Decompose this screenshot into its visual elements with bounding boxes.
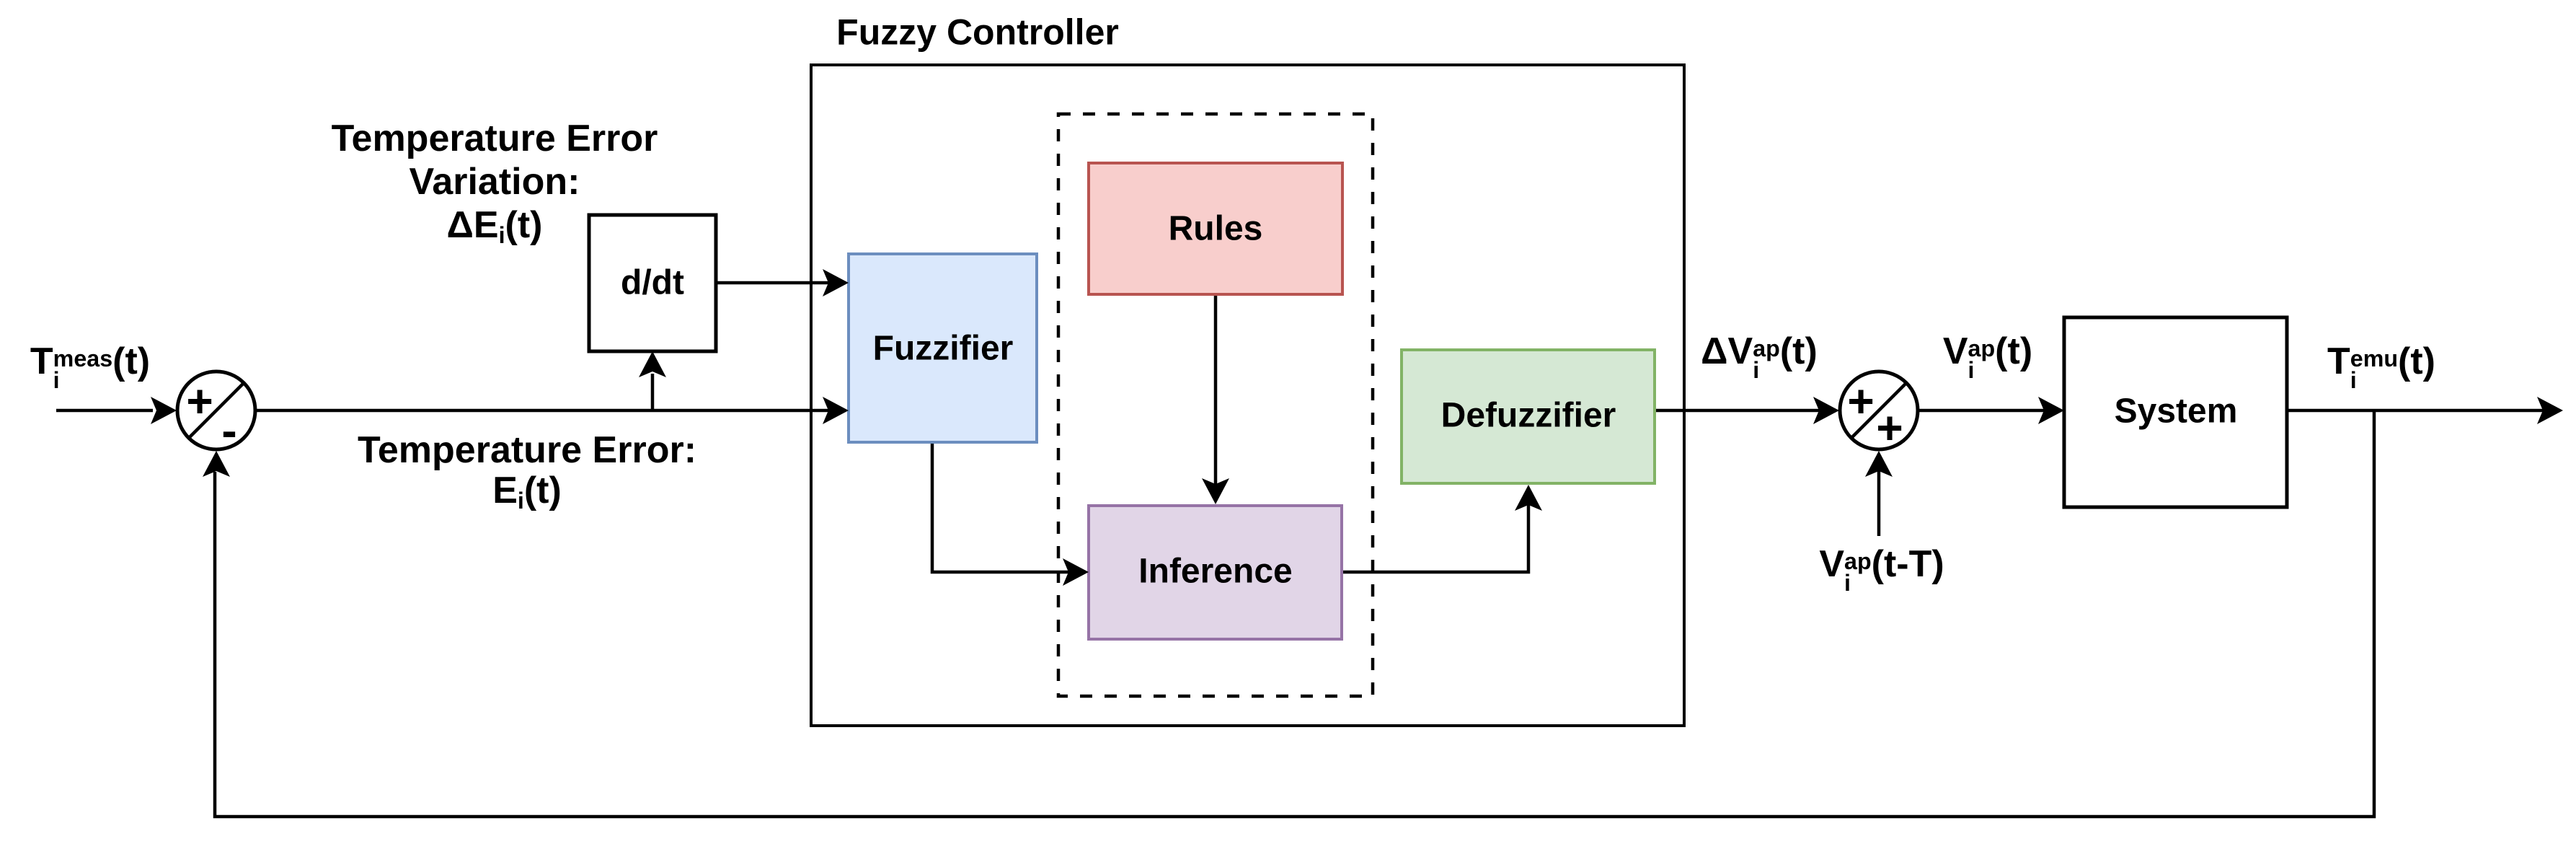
fuzzifier-block-label: Fuzzifier bbox=[872, 329, 1014, 368]
defuzzifier-block-label: Defuzzifier bbox=[1440, 396, 1616, 435]
arrowhead-defuzzifier-to-sum2 bbox=[1813, 397, 1839, 424]
signal-sup: ap bbox=[1844, 548, 1872, 575]
arrowhead-sum2-to-system bbox=[2038, 397, 2064, 424]
rules-block-label: Rules bbox=[1168, 209, 1263, 248]
inference-block-box bbox=[1087, 504, 1343, 641]
signal-sup: emu bbox=[2350, 346, 2399, 372]
fuzzy-controller-container-box bbox=[810, 63, 1686, 727]
signal-base: ΔV bbox=[1701, 330, 1753, 373]
signal-post: (t) bbox=[505, 204, 543, 246]
arrowhead-inference-to-defuzzifier bbox=[1515, 485, 1542, 511]
summing-junctions bbox=[175, 369, 1920, 452]
signal-sub: i bbox=[1753, 357, 1760, 384]
arrowhead-system-output bbox=[2537, 397, 2563, 424]
ddt-block-label: d/dt bbox=[621, 263, 684, 302]
signal-post: (t-T) bbox=[1871, 543, 1944, 586]
signal-sub: i bbox=[498, 222, 505, 249]
system-block-label: System bbox=[2114, 392, 2238, 431]
signal-base: E bbox=[492, 470, 518, 511]
signal-sup: meas bbox=[53, 346, 113, 372]
connector-fuzzifier-to-inference bbox=[930, 442, 1068, 574]
rule-base-dashed-box bbox=[1056, 112, 1375, 698]
arrowhead-feedback-to-sum1 bbox=[203, 451, 230, 477]
signal-post: (t) bbox=[112, 340, 151, 383]
connector-feedback-loop bbox=[213, 410, 2376, 819]
rules-block-box bbox=[1087, 162, 1344, 296]
signal-base: V bbox=[1942, 330, 1968, 373]
signal-post: (t) bbox=[1995, 330, 2033, 373]
signal-label-delta-e: ΔEi(t) bbox=[332, 203, 658, 247]
signal-base: T bbox=[30, 340, 53, 383]
connector-inference-to-defuzzifier bbox=[1340, 505, 1531, 574]
signal-sub: i bbox=[517, 488, 524, 514]
signal-base: ΔE bbox=[446, 204, 499, 246]
arrowhead-fuzzifier-to-inference bbox=[1063, 558, 1089, 586]
arrowhead-input-to-sum1 bbox=[151, 397, 177, 424]
fuzzifier-block-box bbox=[847, 252, 1038, 444]
arrowheads bbox=[151, 269, 2563, 586]
signal-sup: ap bbox=[1753, 335, 1780, 362]
arrowhead-ddt-to-fuzzifier bbox=[823, 269, 849, 296]
signal-sub: i bbox=[1968, 357, 1975, 384]
diagram-title: Fuzzy Controller bbox=[836, 12, 1119, 53]
defuzzifier-block-box bbox=[1400, 348, 1656, 485]
arrowhead-error-to-fuzzifier bbox=[823, 397, 849, 424]
label-temperature-error-variation: Temperature Error Variation: ΔEi(t) bbox=[332, 117, 658, 247]
signal-sub: i bbox=[53, 367, 60, 394]
signal-sub: i bbox=[1844, 570, 1851, 597]
sum2-plus-sign-bottom: + bbox=[1876, 402, 1903, 454]
arrowhead-rules-to-inference bbox=[1202, 478, 1229, 504]
signal-label-e: Ei(t) bbox=[358, 470, 696, 514]
label-line-1: Temperature Error bbox=[331, 118, 658, 159]
signal-sup: ap bbox=[1968, 335, 1996, 362]
sum1-diagonal bbox=[187, 382, 245, 439]
inference-block-label: Inference bbox=[1138, 552, 1293, 591]
signal-sub: i bbox=[2350, 367, 2357, 394]
sum1-minus-sign: - bbox=[221, 405, 237, 457]
connector-lines bbox=[56, 281, 2544, 819]
arrowhead-vdelay-to-sum2 bbox=[1865, 451, 1893, 477]
signal-base: V bbox=[1819, 543, 1845, 586]
label-line-1: Temperature Error: bbox=[357, 429, 697, 471]
sum2-diagonal bbox=[1850, 382, 1908, 439]
signal-post: (t) bbox=[2398, 340, 2435, 383]
signal-base: T bbox=[2327, 340, 2350, 383]
label-line-2: Variation: bbox=[409, 161, 580, 203]
signal-post: (t) bbox=[1779, 330, 1818, 373]
sum2-plus-sign-top: + bbox=[1847, 375, 1875, 427]
arrowhead-branch-to-ddt bbox=[639, 351, 666, 377]
sum1-plus-sign: + bbox=[186, 375, 213, 427]
system-block-box bbox=[2062, 315, 2289, 509]
label-temperature-error: Temperature Error: Ei(t) bbox=[357, 429, 697, 514]
signal-post: (t) bbox=[523, 470, 562, 511]
